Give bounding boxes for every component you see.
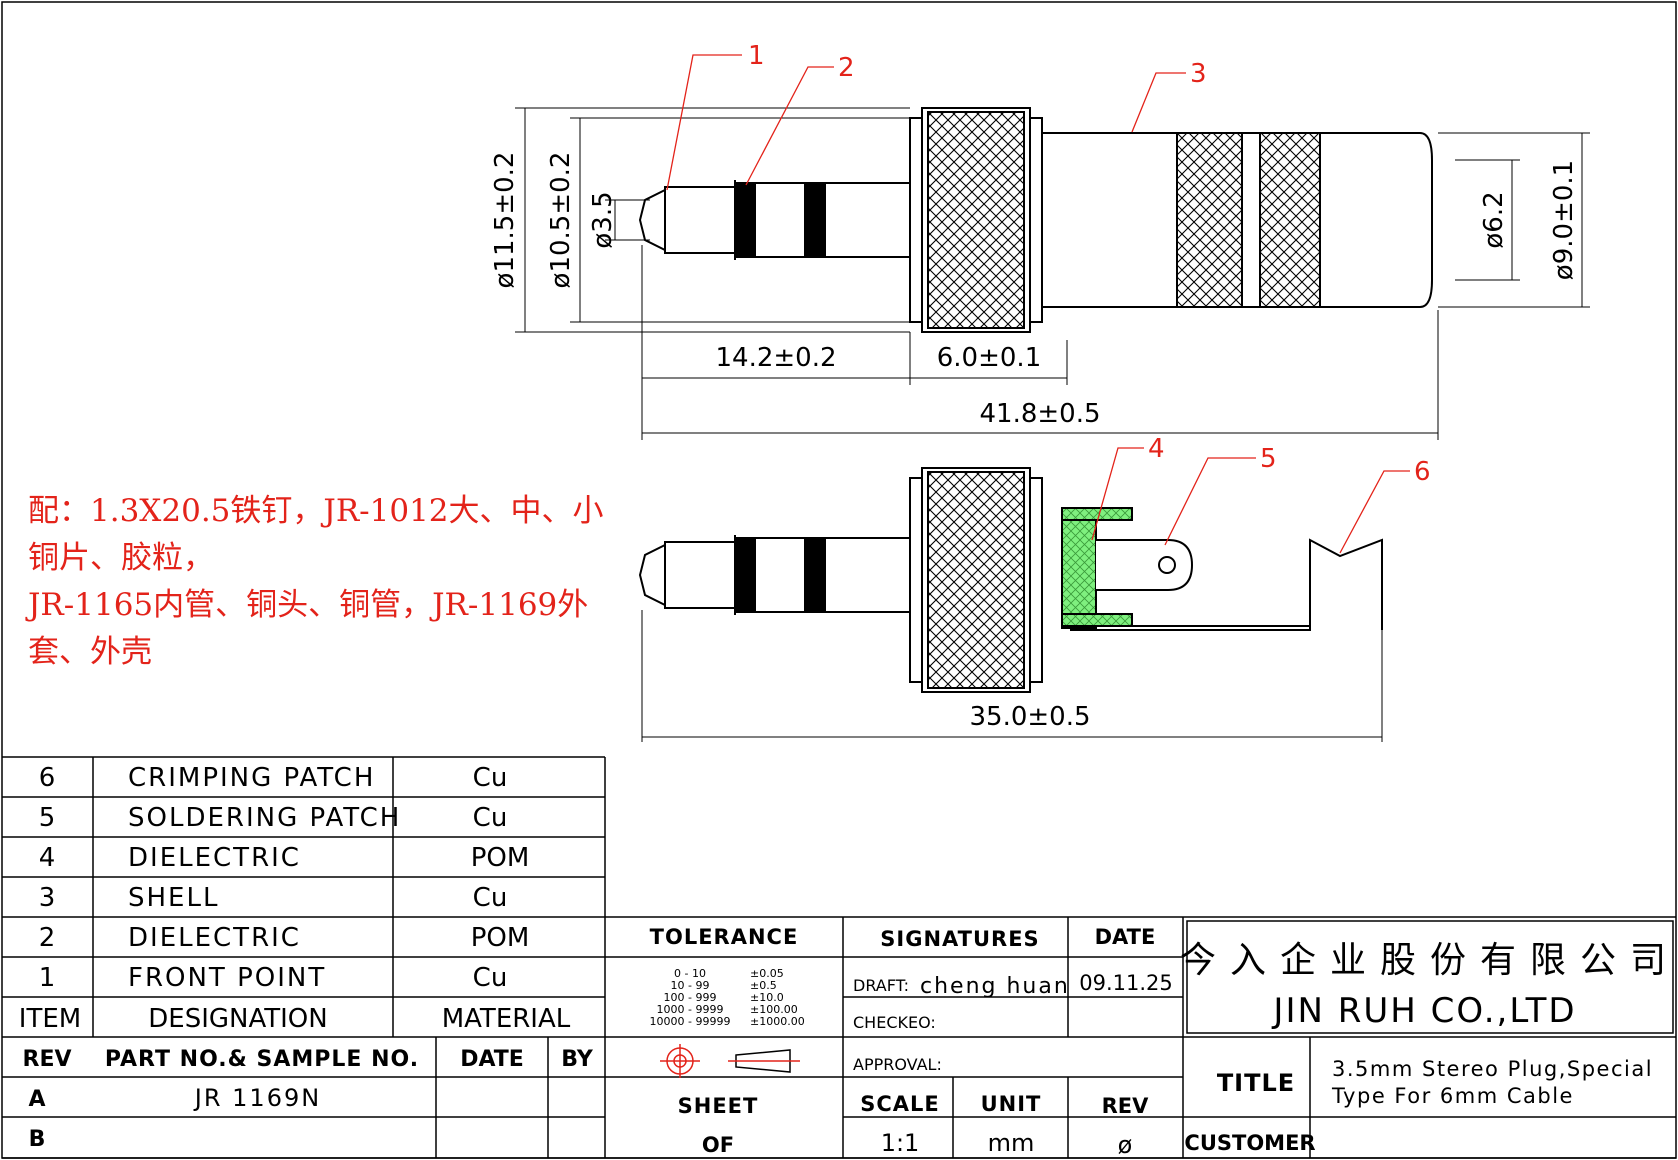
tolerance-value: ±1000.00 [750, 1015, 805, 1028]
callout-1: 1 [748, 41, 765, 71]
tolerance-range: 0 - 10 [674, 967, 706, 980]
part-designation: SOLDERING PATCH [128, 803, 401, 833]
sheet-labels: SHEET OF SIGNATURES DATE SCALE UNIT REV … [678, 925, 1316, 1157]
part-material: POM [471, 843, 530, 873]
part-item: 4 [39, 843, 56, 873]
dim-diameter-3-5: ø3.5 [588, 191, 618, 248]
title-text: 3.5mm Stereo Plug,Special Type For 6mm C… [1331, 1057, 1653, 1108]
parts-header-designation: DESIGNATION [148, 1004, 327, 1034]
callout-6: 6 [1414, 457, 1431, 487]
part-item: 1 [39, 963, 56, 993]
dim-diameter-11-5: ø11.5±0.2 [490, 152, 520, 289]
part-designation: DIELECTRIC [128, 923, 301, 953]
company-name-english: JIN RUH CO.,LTD [1271, 991, 1576, 1031]
signatures-title: SIGNATURES [880, 927, 1039, 951]
customer-label: CUSTOMER [1184, 1131, 1315, 1155]
approval-label: APPROVAL: [853, 1055, 942, 1074]
tolerance-title: TOLERANCE [650, 925, 799, 949]
title-line-2: Type For 6mm Cable [1331, 1084, 1574, 1108]
rev-row-b: B [29, 1127, 46, 1152]
sheet-label: SHEET [678, 1094, 759, 1118]
dim-diameter-6-2: ø6.2 [1479, 191, 1509, 248]
section-dimension-lines [641, 610, 1383, 742]
date-title: DATE [1095, 925, 1156, 949]
revision-table: REV PART NO.& SAMPLE NO. DATE BY A JR 11… [23, 1047, 594, 1152]
assembly-note: 配：1.3X20.5铁钉，JR-1012大、中、小 铜片、胶粒， JR-1165… [28, 493, 604, 670]
part-material: Cu [473, 803, 508, 833]
part-item: 2 [39, 923, 56, 953]
plug-top-view [638, 107, 1433, 333]
title-label: TITLE [1217, 1069, 1295, 1097]
dim-diameter-10-5: ø10.5±0.2 [546, 152, 576, 289]
rev-row-a: A [28, 1087, 45, 1112]
part-designation: CRIMPING PATCH [128, 763, 375, 793]
callout-5: 5 [1260, 444, 1277, 474]
parts-header-material: MATERIAL [442, 1004, 571, 1034]
date-value: 09.11.25 [1079, 971, 1173, 995]
title-line-1: 3.5mm Stereo Plug,Special [1332, 1057, 1653, 1081]
tolerance-value: ±100.00 [750, 1003, 798, 1016]
tolerance-value: ±0.5 [750, 979, 777, 992]
checked-label: CHECKEO: [853, 1013, 936, 1032]
company-name-chinese: 今入企业股份有限公司 [1180, 940, 1678, 981]
dim-length-41-8: 41.8±0.5 [979, 399, 1100, 429]
unit-value: mm [988, 1129, 1035, 1157]
callout-leaders [666, 54, 1410, 554]
part-no-header: PART NO.& SAMPLE NO. [105, 1047, 419, 1072]
rev-row-a-part: JR 1169N [193, 1084, 321, 1112]
tolerance-range: 10000 - 99999 [650, 1015, 731, 1028]
unit-label: UNIT [981, 1092, 1042, 1116]
part-designation: SHELL [128, 883, 219, 913]
tolerance-range: 1000 - 9999 [657, 1003, 724, 1016]
tolerance-range: 100 - 999 [664, 991, 717, 1004]
dim-length-6-0: 6.0±0.1 [937, 343, 1041, 373]
scale-label: SCALE [860, 1092, 940, 1116]
tolerance-table: 0 - 10 10 - 99 100 - 999 1000 - 9999 100… [650, 967, 805, 1028]
tolerance-value: ±10.0 [750, 991, 784, 1004]
part-item: 6 [39, 763, 56, 793]
dim-diameter-9-0: ø9.0±0.1 [1549, 160, 1579, 280]
tolerance-range: 10 - 99 [671, 979, 710, 992]
callout-4: 4 [1148, 434, 1165, 464]
scale-value: 1:1 [881, 1129, 920, 1157]
part-designation: FRONT POINT [128, 963, 326, 993]
parts-table-grid [2, 756, 1676, 1159]
part-item: 3 [39, 883, 56, 913]
draft-name: cheng huan [920, 974, 1070, 999]
dim-length-14-2: 14.2±0.2 [715, 343, 836, 373]
parts-header-item: ITEM [19, 1004, 81, 1034]
callout-3: 3 [1190, 59, 1207, 89]
draft-label: DRAFT: [853, 976, 909, 995]
company-block: 今入企业股份有限公司 JIN RUH CO.,LTD [1180, 940, 1678, 1031]
rev-label: REV [1102, 1094, 1150, 1118]
plug-section-view [638, 467, 1383, 693]
title-block-grid [605, 916, 1676, 1158]
signature-entries: DRAFT: cheng huan CHECKEO: APPROVAL: 09.… [853, 971, 1173, 1159]
part-material: POM [471, 923, 530, 953]
rev-value: ø [1118, 1131, 1133, 1159]
tolerance-value: ±0.05 [750, 967, 784, 980]
part-designation: DIELECTRIC [128, 843, 301, 873]
of-label: OF [702, 1133, 734, 1157]
dim-length-35-0: 35.0±0.5 [969, 702, 1090, 732]
top-dimension-lines [515, 107, 1590, 440]
part-material: Cu [473, 963, 508, 993]
rev-by-header: BY [561, 1047, 594, 1072]
rev-header: REV [23, 1047, 72, 1072]
part-material: Cu [473, 883, 508, 913]
parts-table-rows: 6 CRIMPING PATCH Cu 5 SOLDERING PATCH Cu… [19, 763, 571, 1034]
part-item: 5 [39, 803, 56, 833]
callout-2: 2 [838, 53, 855, 83]
projection-symbol-icon [660, 1044, 800, 1078]
part-material: Cu [473, 763, 508, 793]
rev-date-header: DATE [460, 1047, 524, 1072]
